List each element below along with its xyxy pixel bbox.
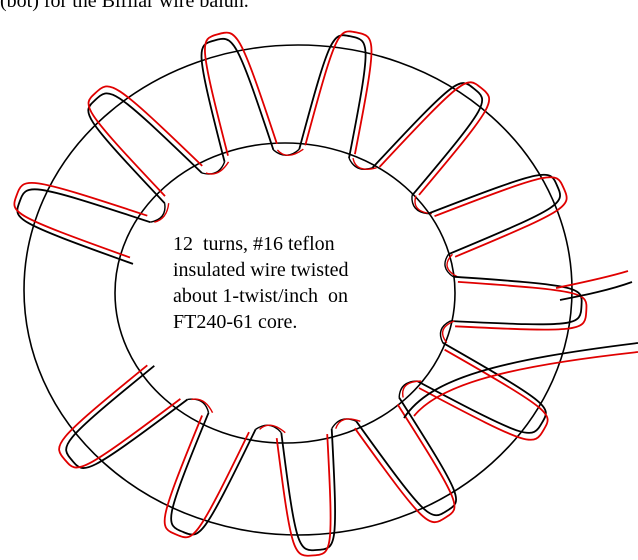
wire-black [280,428,336,552]
wire-black [65,365,188,469]
wire-black-link [201,161,226,175]
core-inner-edge [114,142,456,444]
wire-black [355,397,458,517]
description-line-1: 12 turns, #16 teflon [173,233,335,255]
wire-red [378,81,491,196]
wire-black-link [187,398,210,413]
wire-red [354,403,456,524]
wire-black-link [444,253,454,278]
wire-black [450,275,583,326]
description-line-4: FT240-61 core. [173,311,298,333]
wire-red-link [335,418,361,429]
wire-black [298,34,367,159]
lead-red-lower [413,351,638,417]
wire-red [434,176,568,258]
wire-black [87,92,203,204]
winding-turn [371,81,491,215]
lead-red-upper [555,270,629,289]
winding-turn [58,364,188,469]
wire-red-link [154,203,170,223]
windings [13,30,588,557]
wire-red-link [191,398,214,414]
wire-black [16,188,151,265]
wire-red-link [259,424,286,434]
wire-red [163,415,250,539]
winding-turn [298,30,377,170]
winding-turn [87,85,230,204]
winding-turn [163,398,257,539]
wire-red [418,348,549,441]
winding-description: 12 turns, #16 teflon insulated wire twis… [173,231,413,335]
wire-red [87,85,203,197]
wire-red-link [352,157,377,170]
wire-red-link [276,148,304,157]
description-line-2: insulated wire twisted [173,259,349,281]
wire-red-link [446,253,458,278]
wire-black [200,37,275,163]
wire-black [170,412,257,536]
winding-turn [331,397,458,524]
wire-red [204,31,278,156]
description-line-3: about 1-twist/inch on [173,285,348,307]
winding-turn [255,424,336,557]
wire-black [371,82,484,197]
wire-red-link [205,161,230,175]
wire-black [427,173,561,256]
wire-red [455,281,588,331]
winding-turn [427,173,568,278]
wire-red [304,30,373,155]
winding-turn [13,182,170,265]
lead-black-lower [403,342,638,419]
wire-red [58,364,181,469]
winding-turn [398,342,549,441]
winding-turn [200,31,304,163]
winding-turn [439,275,588,344]
cropped-caption: (bot) for the Bifilar wire balun. [0,0,249,12]
wire-red [13,182,148,259]
output-leads [403,270,638,419]
wire-black-link [331,418,357,430]
wire-black-link [150,203,166,223]
wire-red [275,434,332,557]
wire-black-link [439,320,451,344]
wire-black [416,342,547,434]
wire-red-link [441,320,455,344]
wire-red-link [402,380,422,398]
lead-black-upper [559,281,633,301]
